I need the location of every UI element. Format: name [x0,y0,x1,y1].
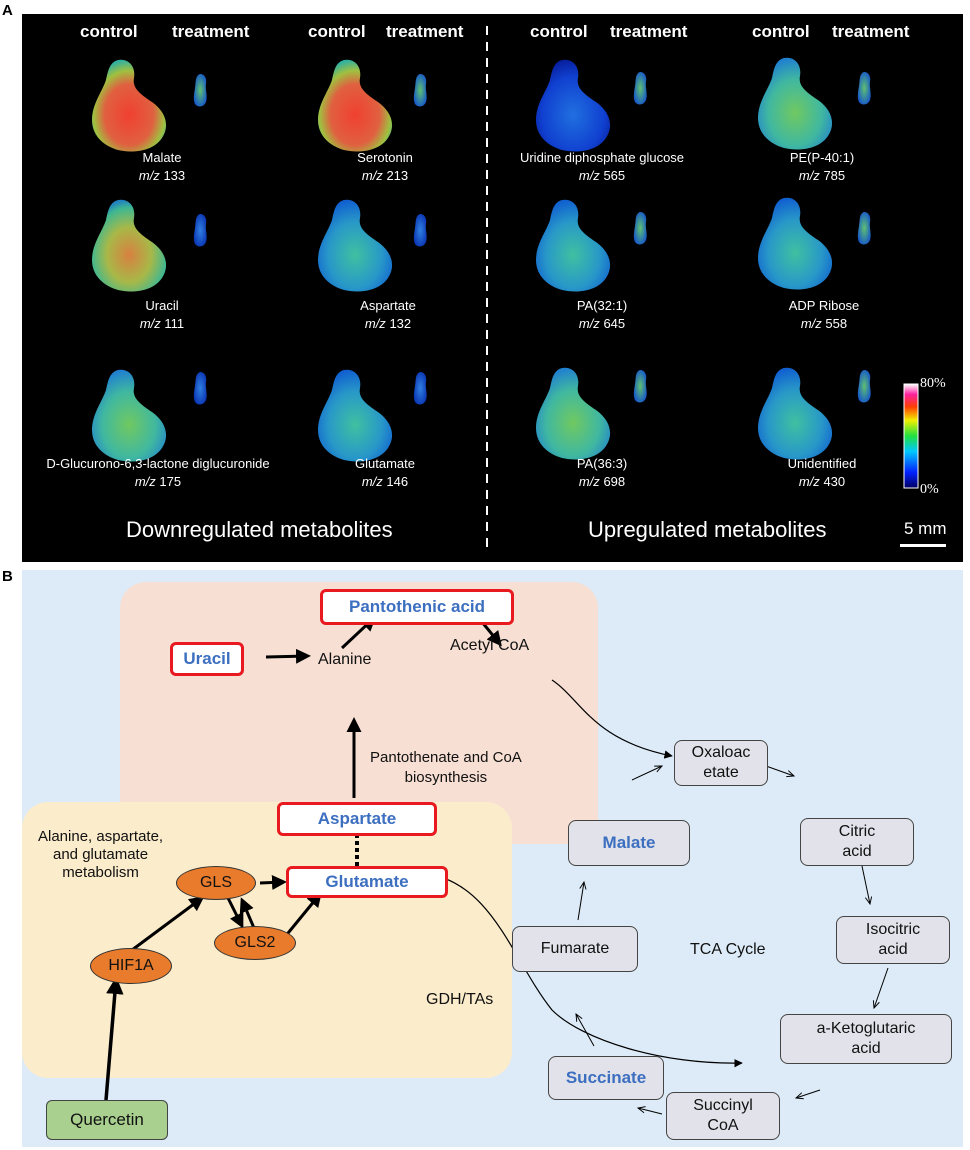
tissue-control-serotonin [318,59,393,152]
tissue-treatment-glucurono [193,372,207,405]
colorbar-min-label: 0% [920,482,939,497]
arrow-gls-gls2 [226,897,244,929]
tissue-treatment-adp-ribose [857,212,871,245]
tissue-control-adp-ribose [758,197,833,290]
header-control-4: control [752,22,810,41]
tissue-treatment-pe [857,72,871,105]
tissue-treatment-malate [193,74,207,107]
gls2-node: GLS2 [214,926,296,960]
tissue-treatment-pa321 [633,212,647,245]
colorbar [903,383,919,489]
tissue-images-canvas [92,26,946,554]
tissue-treatment-uracil [193,214,207,247]
header-control-1: control [80,22,138,41]
acetyl-coa-label: Acetyl CoA [450,637,530,654]
malate-box: Malate [568,820,690,866]
tissue-control-glutamate [318,369,393,462]
tissue-control-pa363 [536,367,611,460]
tca-cycle-label: TCA Cycle [690,941,766,958]
glutamate-box: Glutamate [286,866,448,898]
scale-bar-label: 5 mm [904,519,947,538]
succinate-box: Succinate [548,1056,664,1100]
tissue-control-aspartate [318,199,393,292]
downregulated-caption: Downregulated metabolites [126,517,393,542]
gls-node: GLS [176,866,256,900]
tissue-control-pa321 [536,199,611,292]
header-treatment-4: treatment [832,22,910,41]
tissue-treatment-aspartate [413,214,427,247]
scale-bar [900,544,946,547]
metabolite-label: PA(32:1)m/z 645 [576,298,628,331]
tissue-treatment-udpg [633,72,647,105]
pantothenic-acid-box: Pantothenic acid [320,589,514,625]
arrow-succinate-fumarate [576,1014,595,1047]
arrow-hif1a-gls [131,896,205,952]
arrow-gls2-gls [239,897,256,929]
panel-b-pathway: Pantothenic acid Uracil Aspartate Glutam… [22,570,963,1147]
arrow-citric-isocitric [861,865,870,904]
tissue-control-unidentified [758,367,833,460]
arrow-akg-succinylcoa [796,1089,821,1098]
arrow-pantothenic-acetylcoa [480,621,502,647]
header-control-3: control [530,22,588,41]
arrow-succinylcoa-succinate [638,1108,663,1115]
tissue-control-malate [92,59,167,152]
tissue-control-uracil [92,199,167,292]
arrow-fumarate-malate [577,882,584,921]
tissue-treatment-pa363 [633,370,647,403]
header-control-2: control [308,22,366,41]
header-treatment-1: treatment [172,22,250,41]
fumarate-box: Fumarate [512,926,638,972]
tissue-treatment-glutamate [413,372,427,405]
panel-a-letter: A [2,2,13,19]
tissue-control-udpg [536,59,611,152]
metabolite-label: PE(P-40:1)m/z 785 [789,150,855,183]
arrow-acetylcoa-oxaloacetate [551,679,673,759]
arrow-oxaloacetate-citric [765,765,794,776]
tissue-control-pe [758,57,833,150]
arrow-quercetin-hif1a [104,976,124,1101]
arrow-isocitric-akg [874,967,889,1008]
arrow-gls-glutamate [259,875,287,890]
tissue-treatment-unidentified [857,370,871,403]
tissue-treatment-serotonin [413,74,427,107]
arrow-malate-oxaloacetate [631,766,662,781]
quercetin-box: Quercetin [46,1100,168,1140]
aspartate-box: Aspartate [277,802,437,836]
arrow-glutamate-akg [421,872,743,1068]
header-treatment-3: treatment [610,22,688,41]
arrow-uracil-alanine [265,648,311,664]
header-treatment-2: treatment [386,22,464,41]
metabolite-label: PA(36:3)m/z 698 [576,456,628,489]
alanine-label: Alanine [318,651,372,668]
uracil-box: Uracil [170,642,244,676]
panel-b-letter: B [2,568,13,585]
tissue-control-glucurono [92,369,167,462]
hif1a-node: HIF1A [90,948,172,984]
colorbar-max-label: 80% [920,376,946,391]
gdh-tas-label: GDH/TAs [426,991,494,1008]
upregulated-caption: Upregulated metabolites [588,517,827,542]
arrow-gls2-glutamate [282,891,322,939]
panel-a-msi-images: control treatment control treatment cont… [22,14,963,562]
